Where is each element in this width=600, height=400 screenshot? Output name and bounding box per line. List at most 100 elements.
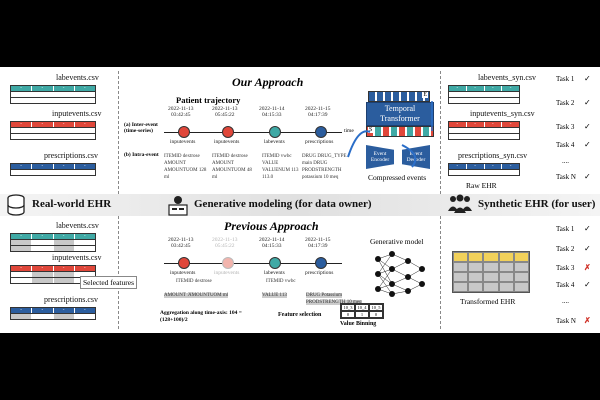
task-ellipsis: .... xyxy=(562,157,569,165)
syn-table-labevents: ---- xyxy=(448,85,520,104)
binning-grid: 10_3 10_4 10_5 0 1 0 xyxy=(340,303,384,319)
syn-file-label-inputevents: inputevents_syn.csv xyxy=(470,109,535,118)
file-label-labevents: labevents.csv xyxy=(56,73,99,82)
users-icon xyxy=(448,194,472,213)
intra-detail-2: ITEMID dextrose AMOUNT AMOUNTUOM 48 ml xyxy=(212,154,252,180)
task-3: Task 3 xyxy=(556,123,575,131)
prev-event-3-name: labevents xyxy=(264,270,285,276)
event-2-name: inputevents xyxy=(214,139,240,145)
data-owner-icon xyxy=(168,196,188,216)
syn-table-inputevents: ---- xyxy=(448,121,520,140)
feature-selection-label: Feature selection xyxy=(278,312,322,318)
patient-trajectory-title: Patient trajectory xyxy=(176,95,241,105)
figure: labevents.csv ---- inputevents.csv ---- … xyxy=(0,67,600,333)
prev-file-label-labevents: labevents.csv xyxy=(56,221,99,230)
event-2-time: 05:45:22 xyxy=(215,112,235,118)
flow-arrows xyxy=(347,101,433,168)
prev-event-1-time: 03:42:45 xyxy=(171,243,191,249)
time-label: time xyxy=(344,128,354,134)
task-n-check: ✓ xyxy=(584,172,591,181)
syn-table-prescriptions: ---- xyxy=(448,163,520,176)
prev-event-4-time: 04:17:39 xyxy=(308,243,328,249)
event-3-date: 2022-11-14 xyxy=(259,106,285,112)
prev-detail-value: VALUE 113 xyxy=(262,293,287,298)
bin-cell: 1 xyxy=(355,311,369,318)
event-4-date: 2022-11-15 xyxy=(305,106,331,112)
event-3-time: 04:15:33 xyxy=(262,112,282,118)
prev-detail-vwbc: ITEMID vwbc xyxy=(266,279,296,284)
task-4: Task 4 xyxy=(556,141,575,149)
prev-event-3-node xyxy=(269,257,281,269)
prev-event-1-node xyxy=(178,257,190,269)
prev-event-2-time: 05:45:22 xyxy=(215,243,235,249)
bin-cell: 10_4 xyxy=(355,304,369,311)
prev-table-prescriptions: ---- xyxy=(10,307,96,320)
prev-event-3-date: 2022-11-14 xyxy=(259,237,285,243)
temporal-transformer-label: Temporal Transformer xyxy=(380,104,420,123)
bottom-task-n-cross: ✗ xyxy=(584,316,591,325)
selected-features-label: Selected features xyxy=(80,276,138,289)
bin-cell: 10_3 xyxy=(341,304,355,311)
syn-file-label-labevents: labevents_syn.csv xyxy=(478,73,536,82)
file-label-inputevents: inputevents.csv xyxy=(52,109,102,118)
generative-model-label: Generative model xyxy=(370,237,424,246)
event-1-date: 2022-11-13 xyxy=(168,106,194,112)
prev-timeline-axis xyxy=(164,263,342,264)
prev-detail-itemid: ITEMID dextrose xyxy=(176,279,212,284)
event-1-name: inputevents xyxy=(170,139,196,145)
table-inputevents: ---- xyxy=(10,121,96,140)
bottom-task-ellipsis: .... xyxy=(562,297,569,305)
intra-detail-4: DRUG DRUG_TYPE main DRUG PRODSTRENGTH po… xyxy=(302,154,347,180)
prev-event-1-date: 2022-11-13 xyxy=(168,237,194,243)
file-label-prescriptions: prescriptions.csv xyxy=(44,151,98,160)
event-encoder-label: Event Encoder xyxy=(370,151,390,163)
bottom-task-3: Task 3 xyxy=(556,264,575,272)
syn-file-label-prescriptions: prescriptions_syn.csv xyxy=(458,151,528,160)
event-3-name: labevents xyxy=(264,139,285,145)
task-2-check: ✓ xyxy=(584,98,591,107)
prev-event-4-node xyxy=(315,257,327,269)
timeline-axis xyxy=(164,132,342,133)
inter-event-label: (a) Inter-event (time-series) xyxy=(124,122,158,134)
prev-detail-prodstrength: PRODSTRENGTH 10 meq xyxy=(306,300,362,305)
task-n: Task N xyxy=(556,173,576,181)
task-1-check: ✓ xyxy=(584,74,591,83)
prev-file-label-prescriptions: prescriptions.csv xyxy=(44,295,98,304)
transformed-ehr-table xyxy=(452,251,530,293)
generative-modeling-label: Generative modeling (for data owner) xyxy=(194,198,372,210)
database-icon xyxy=(7,194,25,216)
compressed-token-row: E xyxy=(368,91,430,102)
event-4-time: 04:17:39 xyxy=(308,112,328,118)
prev-detail-amountuom: AMOUNTUOM ml xyxy=(188,293,229,298)
prev-file-label-inputevents: inputevents.csv xyxy=(52,253,102,262)
bottom-task-n: Task N xyxy=(556,317,576,325)
event-4-name: prescriptions xyxy=(305,139,334,145)
intra-detail-1: ITEMID dextrose AMOUNT AMOUNTUOM 128 ml xyxy=(164,154,207,180)
prev-event-2-name: inputevents xyxy=(214,270,240,276)
raw-ehr-label: Raw EHR xyxy=(466,181,497,190)
prev-event-4-date: 2022-11-15 xyxy=(305,237,331,243)
real-world-ehr-label: Real-world EHR xyxy=(32,198,112,210)
token-e: E xyxy=(422,92,428,98)
table-labevents: ---- xyxy=(10,85,96,104)
prev-event-4-name: prescriptions xyxy=(305,270,334,276)
event-1-node xyxy=(178,126,190,138)
bottom-task-4-check: ✓ xyxy=(584,280,591,289)
bottom-task-2: Task 2 xyxy=(556,245,575,253)
bottom-task-1-check: ✓ xyxy=(584,224,591,233)
table-prescriptions: ---- xyxy=(10,163,96,176)
prev-event-2-date: 2022-11-13 xyxy=(212,237,238,243)
previous-approach-title: Previous Approach xyxy=(224,219,319,233)
prev-detail-drug: DRUG Potassium xyxy=(306,293,342,298)
task-2: Task 2 xyxy=(556,99,575,107)
event-1-time: 03:42:45 xyxy=(171,112,191,118)
bin-cell: 0 xyxy=(369,311,383,318)
value-binning-label: Value Binning xyxy=(340,321,377,327)
event-2-node xyxy=(222,126,234,138)
prev-event-1-name: inputevents xyxy=(170,270,196,276)
temporal-transformer-box: Temporal Transformer xyxy=(366,102,434,126)
bin-cell: 0 xyxy=(341,311,355,318)
event-3-node xyxy=(269,126,281,138)
bottom-task-2-check: ✓ xyxy=(584,244,591,253)
task-3-check: ✓ xyxy=(584,122,591,131)
